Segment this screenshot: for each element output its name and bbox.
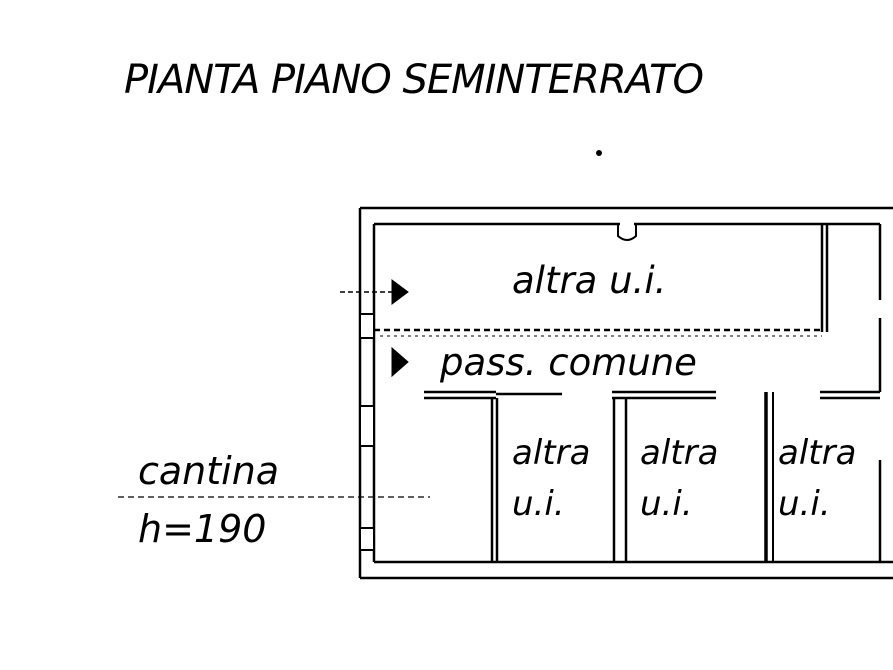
left-window-2	[359, 405, 375, 447]
unit-2-line1: altra	[640, 433, 719, 473]
left-window-1	[359, 313, 375, 339]
arrow-top-icon	[391, 279, 409, 305]
cellar-height-label: h=190	[138, 507, 267, 551]
room-label-unit-1: altra u.i.	[512, 428, 590, 530]
room-label-unit-3: altra u.i.	[778, 428, 856, 530]
unit-1-line2: u.i.	[512, 484, 565, 524]
plan-title: PIANTA PIANO SEMINTERRATO	[124, 57, 704, 103]
unit-2-line2: u.i.	[640, 484, 693, 524]
room-label-unit-2: altra u.i.	[640, 428, 718, 530]
room-label-top-unit: altra u.i.	[512, 259, 667, 302]
unit-3-line1: altra	[778, 433, 857, 473]
cellar-label: cantina	[138, 449, 280, 493]
entrance-arrows	[340, 279, 409, 378]
corridor-bottom-wall	[424, 390, 880, 400]
unit-3-line2: u.i.	[778, 484, 831, 524]
left-wall-windows	[359, 313, 375, 551]
left-window-3	[359, 527, 375, 551]
right-walls	[820, 224, 882, 562]
top-wall-notch	[617, 224, 637, 241]
unit-1-line1: altra	[512, 433, 591, 473]
room-label-corridor: pass. comune	[440, 341, 697, 384]
arrow-corridor-icon	[391, 346, 409, 378]
ink-mark	[596, 150, 602, 156]
cell-partitions	[490, 392, 774, 562]
outer-walls	[358, 206, 893, 580]
